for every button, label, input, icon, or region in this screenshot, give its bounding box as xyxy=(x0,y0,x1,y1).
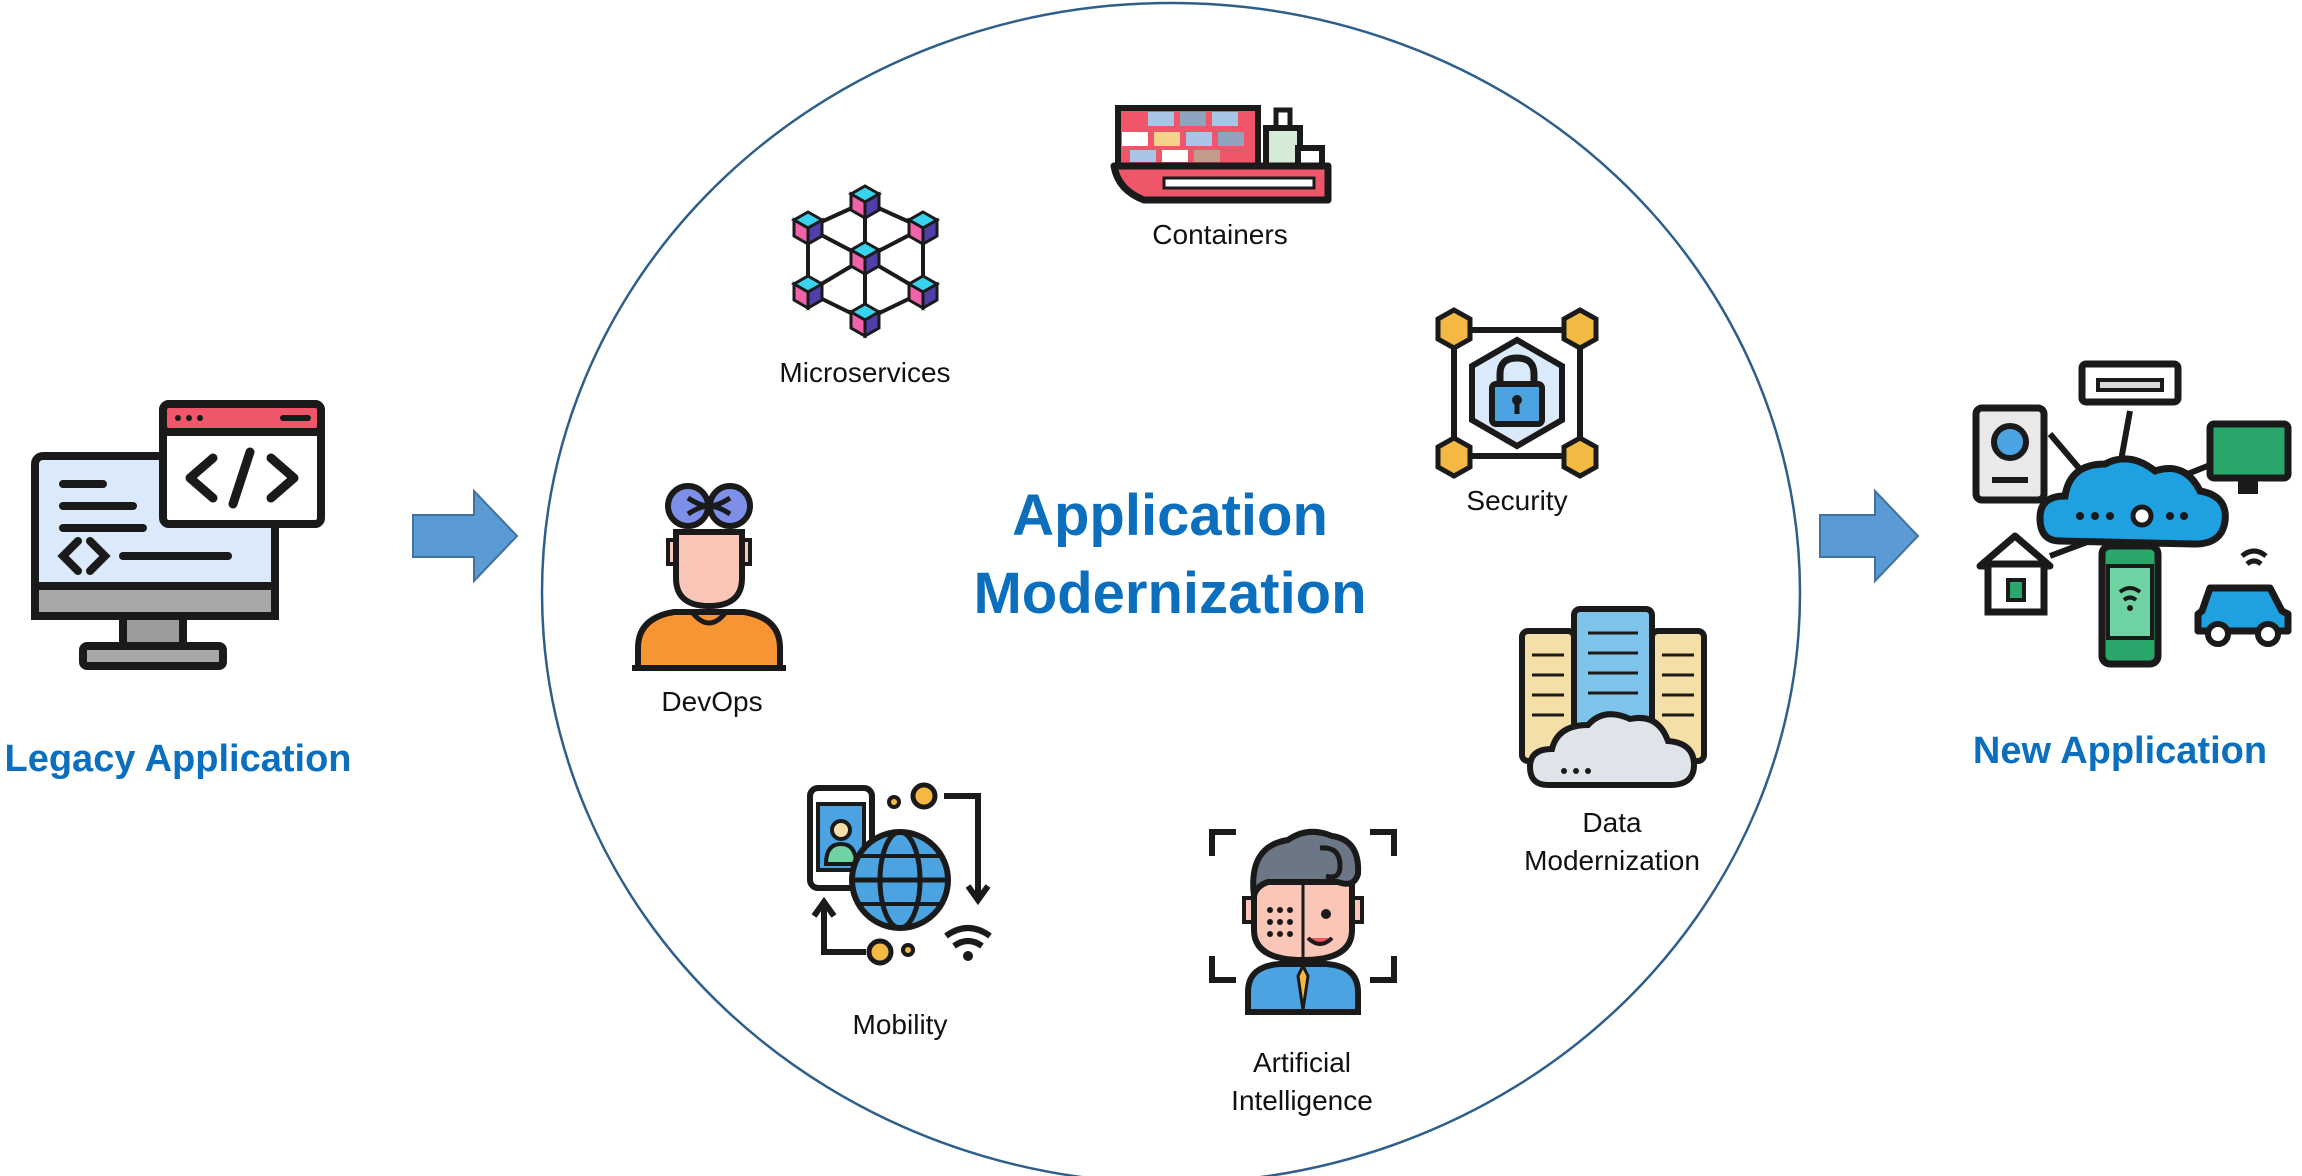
devops-person-icon xyxy=(632,483,786,671)
data-modernization-label-line1: Data xyxy=(1582,807,1642,838)
mobility-globe-icon xyxy=(807,782,992,966)
container-ship-icon xyxy=(1110,105,1332,204)
microservices-network-icon xyxy=(790,184,941,339)
server-cloud-icon xyxy=(1519,606,1707,788)
ai-label-line1: Artificial xyxy=(1252,1047,1351,1078)
cloud-connected-devices-icon xyxy=(1972,360,2292,668)
devops-label: DevOps xyxy=(661,686,763,717)
ai-face-scan-icon xyxy=(1209,828,1397,1015)
arrow-right-right xyxy=(1819,488,1920,584)
legacy-application-title: Legacy Application xyxy=(4,738,352,780)
containers-label: Containers xyxy=(1152,219,1288,250)
microservices-label: Microservices xyxy=(779,357,951,388)
security-label: Security xyxy=(1466,485,1568,516)
mobility-label: Mobility xyxy=(852,1009,948,1040)
new-application-title: New Application xyxy=(1972,730,2268,772)
legacy-code-monitor-icon xyxy=(31,400,325,670)
data-modernization-label-line2: Modernization xyxy=(1524,845,1700,876)
security-lock-icon xyxy=(1435,307,1599,479)
center-title-line1: Application xyxy=(1012,483,1328,548)
ai-label-line2: Intelligence xyxy=(1231,1085,1373,1116)
arrow-right-left xyxy=(412,488,519,584)
center-title-line2: Modernization xyxy=(973,561,1367,626)
